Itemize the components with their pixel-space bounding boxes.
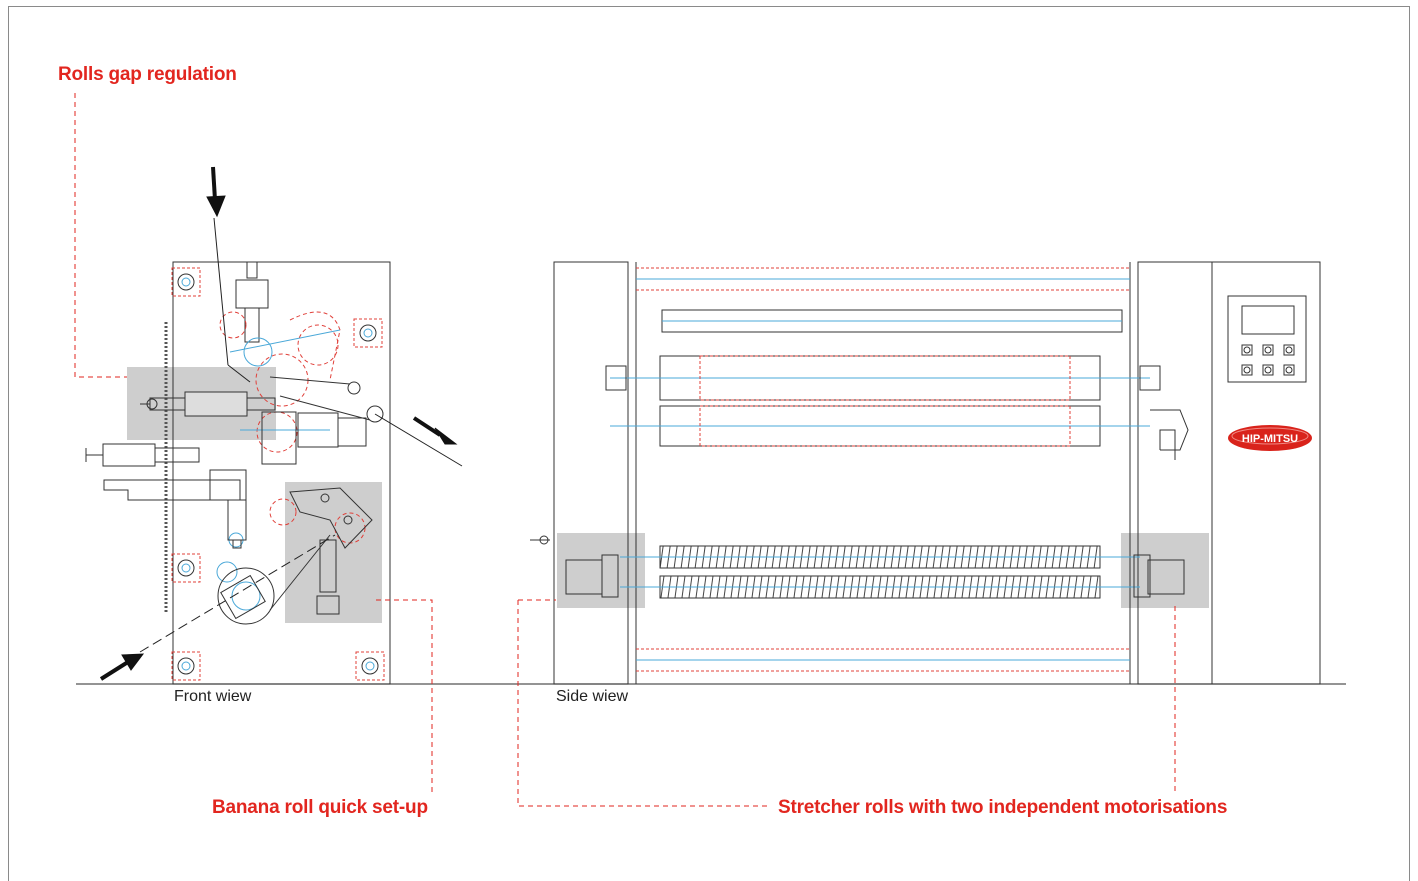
highlight-motor-left: [557, 533, 645, 608]
callout-banana-roll: Banana roll quick set-up: [212, 797, 428, 818]
highlight-motor-right: [1121, 533, 1209, 608]
logo: HIP-MITSU: [1228, 425, 1312, 451]
side-frame-right: [1137, 261, 1213, 685]
callout-rolls-gap: Rolls gap regulation: [58, 64, 237, 85]
svg-text:HIP-MITSU: HIP-MITSU: [1242, 433, 1298, 445]
arrow-icon: [412, 416, 458, 445]
side-view-drawing: [530, 261, 1321, 685]
side-frame-left: [553, 261, 629, 685]
front-bolts: [171, 267, 385, 681]
side-view-label: Side wiew: [556, 688, 629, 705]
diagram-frame: [8, 6, 1410, 881]
highlight-areas: [127, 367, 1209, 623]
leader-lines: [74, 93, 1176, 807]
arrow-icon: [206, 166, 226, 218]
front-frame: [172, 261, 391, 685]
highlight-banana-roll: [285, 482, 382, 623]
arrow-icon: [99, 653, 145, 681]
front-view-drawing: [85, 217, 463, 685]
callout-stretcher-rolls: Stretcher rolls with two independent mot…: [778, 797, 1228, 818]
front-view-label: Front wiew: [174, 688, 252, 705]
control-cabinet: [1211, 261, 1321, 685]
